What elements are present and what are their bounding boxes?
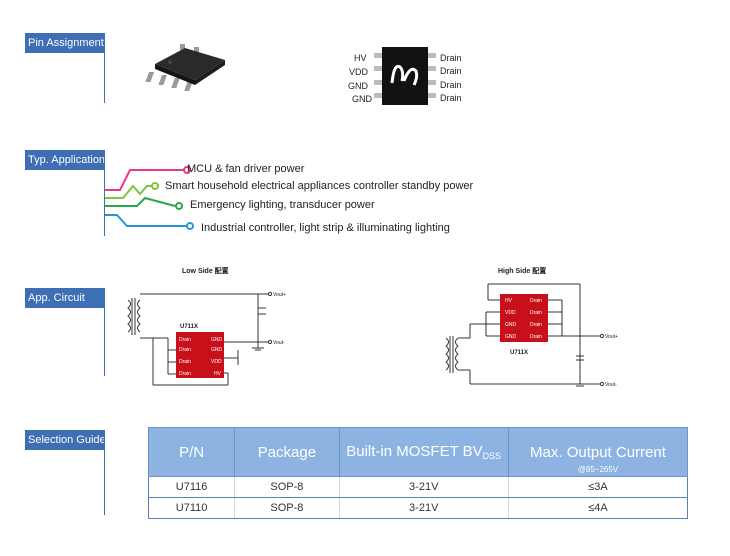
low-chip-label: U711X <box>180 324 198 330</box>
section-rule <box>104 430 105 515</box>
svg-text:Drain: Drain <box>530 334 542 340</box>
high-vout-plus: Vout+ <box>605 334 618 340</box>
svg-text:Drain: Drain <box>530 322 542 328</box>
table-row: U7116 SOP-8 3-21V ≤3A <box>147 476 689 498</box>
bv-subscript: DSS <box>482 451 502 461</box>
current-note: @85~265V <box>577 465 619 474</box>
pin-hv: HV <box>354 53 367 63</box>
cell-current: ≤3A <box>507 476 689 498</box>
header-max-current: Max. Output Current@85~265V <box>507 427 689 477</box>
svg-text:Drain: Drain <box>179 359 191 365</box>
low-vout-plus: Vout+ <box>273 292 286 298</box>
svg-text:VDD: VDD <box>505 310 516 316</box>
pin-vdd: VDD <box>349 67 369 77</box>
cell-bv: 3-21V <box>338 476 509 498</box>
svg-text:VDD: VDD <box>211 359 222 365</box>
svg-text:GND: GND <box>211 337 223 343</box>
header-package: Package <box>234 427 340 477</box>
svg-text:Drain: Drain <box>530 310 542 316</box>
svg-text:GND: GND <box>505 334 517 340</box>
low-side-title: Low Side 配置 <box>182 268 229 275</box>
header-mosfet-bv: Built-in MOSFET BVDSS <box>338 427 509 477</box>
section-pin-assignment: Pin Assignment <box>25 33 105 53</box>
header-pn: P/N <box>147 427 236 477</box>
svg-text:GND: GND <box>505 322 517 328</box>
section-rule <box>104 288 105 376</box>
high-pin-label: HV <box>505 298 513 304</box>
pin-gnd-1: GND <box>348 81 368 91</box>
sop8-chip-image <box>145 44 225 91</box>
pin-drain-1: Drain <box>440 53 462 63</box>
low-side-circuit: Drain Drain Drain Drain GND GND VDD HV U… <box>127 291 286 386</box>
selection-table: P/N Package Built-in MOSFET BVDSS Max. O… <box>147 427 689 519</box>
low-vout-minus: Vout- <box>273 340 285 346</box>
svg-text:HV: HV <box>214 371 222 377</box>
cell-pn: U7116 <box>147 476 235 498</box>
cell-bv: 3-21V <box>338 497 509 519</box>
pin-drain-3: Drain <box>440 80 462 90</box>
svg-text:Drain: Drain <box>179 371 191 377</box>
application-lines <box>105 166 194 230</box>
svg-text:Drain: Drain <box>179 347 191 353</box>
high-side-title: High Side 配置 <box>498 268 547 275</box>
section-rule <box>104 33 105 103</box>
cell-current: ≤4A <box>507 497 689 519</box>
application-item: Industrial controller, light strip & ill… <box>201 222 450 234</box>
pin-drain-4: Drain <box>440 93 462 103</box>
svg-text:GND: GND <box>211 347 223 353</box>
high-side-circuit: HV VDD GND GND Drain Drain Drain Drain U… <box>445 283 618 388</box>
section-selection-guide: Selection Guide <box>25 430 106 450</box>
pinout-diagram <box>374 47 436 105</box>
application-item: MCU & fan driver power <box>187 163 305 175</box>
low-pin-label: Drain <box>179 337 191 343</box>
application-item: Emergency lighting, transducer power <box>190 199 375 211</box>
section-app-circuit: App. Circuit <box>25 288 105 308</box>
cell-pn: U7110 <box>147 497 235 519</box>
cell-package: SOP-8 <box>234 497 340 519</box>
pin-gnd-2: GND <box>352 94 372 104</box>
application-item: Smart household electrical appliances co… <box>165 180 474 192</box>
high-vout-minus: Vout- <box>605 382 617 388</box>
section-rule <box>104 150 105 236</box>
table-row: U7110 SOP-8 3-21V ≤4A <box>147 497 689 519</box>
cell-package: SOP-8 <box>234 476 340 498</box>
svg-text:Drain: Drain <box>530 298 542 304</box>
high-chip-label: U711X <box>510 350 528 356</box>
section-typ-application: Typ. Application <box>25 150 105 170</box>
logo-icon <box>390 64 419 86</box>
pin-drain-2: Drain <box>440 66 462 76</box>
